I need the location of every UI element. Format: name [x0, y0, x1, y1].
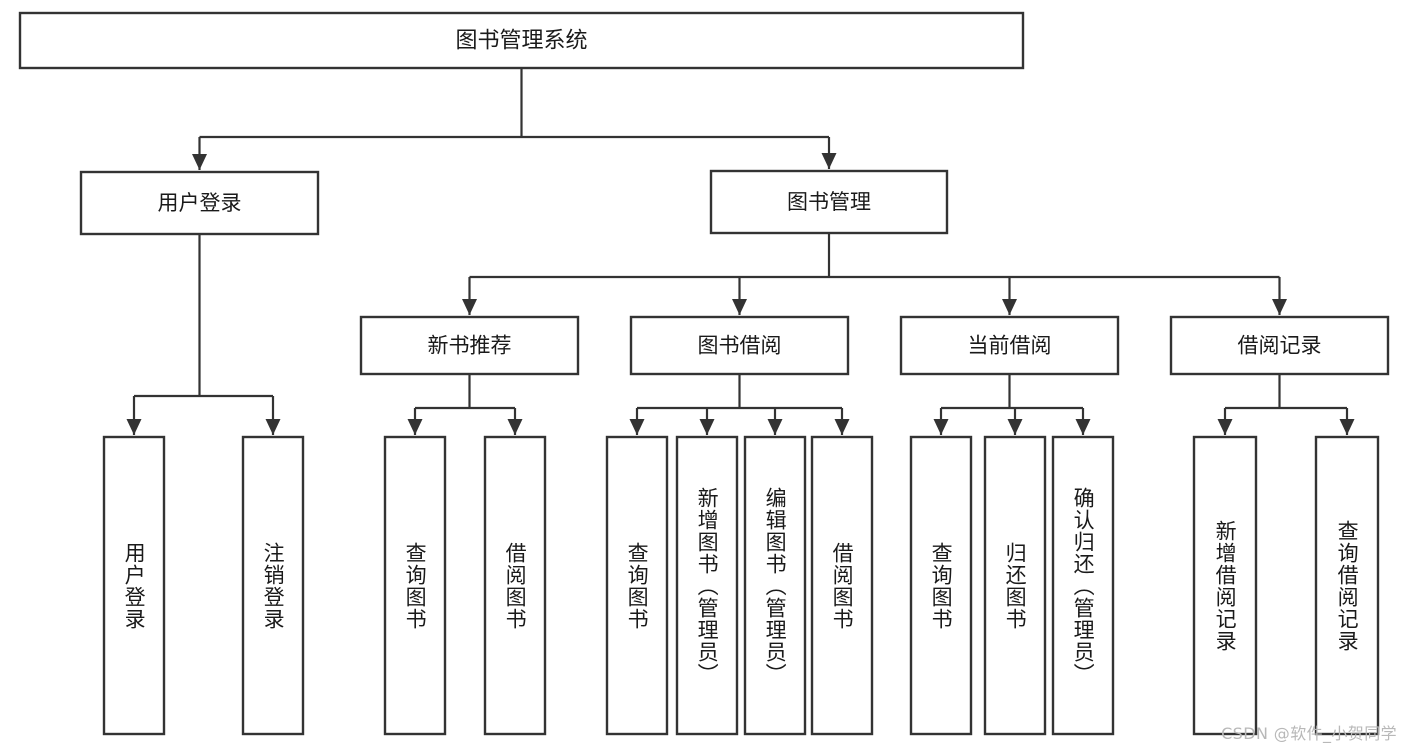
leaf-arrow-8 [933, 419, 949, 435]
node-leaf-box-12[interactable] [1314, 435, 1380, 736]
node-leaf-box-6[interactable] [743, 435, 807, 736]
node-level2-label-0: 新书推荐 [428, 334, 512, 358]
leaf-arrow-3 [507, 419, 523, 435]
node-leaf-box-5[interactable] [675, 435, 739, 736]
node-leaf-box-11[interactable] [1192, 435, 1258, 736]
csdn-watermark: CSDN @软件_小贺同学 [1221, 724, 1397, 743]
node-level2-label-3: 借阅记录 [1238, 334, 1322, 358]
node-level2-label-1: 图书借阅 [698, 334, 782, 358]
node-level2-box-2[interactable] [899, 315, 1120, 376]
node-leaf-box-9[interactable] [983, 435, 1047, 736]
connectors-layer [126, 68, 1355, 435]
leaf-arrow-7 [834, 419, 850, 435]
level2-arrow-3 [1272, 299, 1287, 315]
node-leaf-box-1[interactable] [241, 435, 305, 736]
level2-arrow-1 [732, 299, 747, 315]
node-leaf-box-4[interactable] [605, 435, 669, 736]
leaf-arrow-6 [767, 419, 783, 435]
node-level1-box-1[interactable] [709, 169, 949, 235]
leaf-arrow-0 [126, 419, 142, 435]
node-level2-box-3[interactable] [1169, 315, 1390, 376]
leaf-arrow-4 [629, 419, 645, 435]
node-leaf-box-7[interactable] [810, 435, 874, 736]
level2-arrow-0 [462, 299, 477, 315]
node-leaf-box-10[interactable] [1051, 435, 1115, 736]
level2-arrow-2 [1002, 299, 1017, 315]
level1-arrow-0 [192, 154, 207, 170]
level1-arrow-1 [821, 153, 837, 169]
node-root-box[interactable] [18, 11, 1025, 70]
node-leaf-box-0[interactable] [102, 435, 166, 736]
leaf-arrow-1 [265, 419, 281, 435]
leaf-arrow-2 [407, 419, 423, 435]
node-level1-label-1: 图书管理 [787, 190, 871, 214]
node-leaf-box-2[interactable] [383, 435, 447, 736]
node-level2-label-2: 当前借阅 [968, 334, 1052, 358]
node-level1-label-0: 用户登录 [158, 191, 242, 215]
node-leaf-box-8[interactable] [909, 435, 973, 736]
node-root-label: 图书管理系统 [455, 29, 587, 54]
boxes-layer [18, 11, 1390, 736]
leaf-arrow-12 [1339, 419, 1355, 435]
node-level2-box-1[interactable] [629, 315, 850, 376]
leaf-arrow-5 [699, 419, 715, 435]
node-level2-box-0[interactable] [359, 315, 580, 376]
node-leaf-box-3[interactable] [483, 435, 547, 736]
leaf-arrow-10 [1075, 419, 1091, 435]
leaf-arrow-11 [1217, 419, 1233, 435]
leaf-arrow-9 [1007, 419, 1023, 435]
node-level1-box-0[interactable] [79, 170, 320, 236]
